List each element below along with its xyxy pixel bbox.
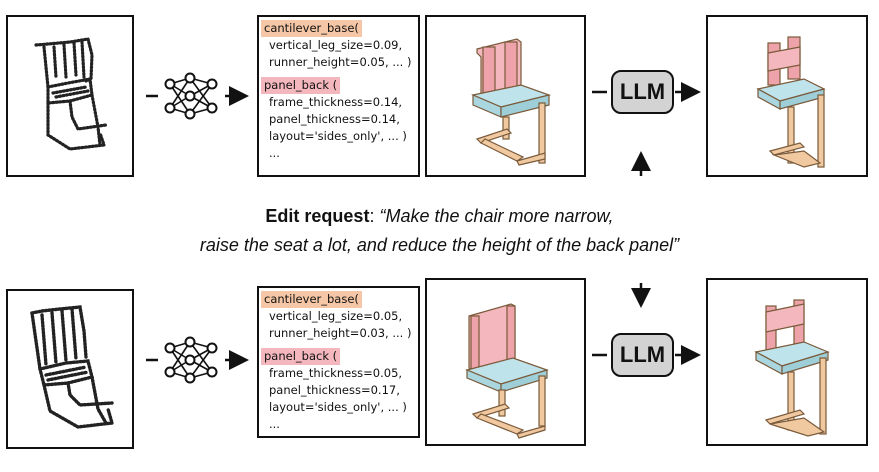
panel-back-fn: panel_back ( xyxy=(261,348,341,365)
code-arg: layout='sides_only', ... ) xyxy=(269,400,407,414)
edit-request-text-1: “Make the chair more narrow, xyxy=(379,206,614,226)
edit-request-colon: : xyxy=(369,206,380,226)
code-arg: vertical_leg_size=0.09, xyxy=(269,38,403,52)
llm-box-top: LLM xyxy=(611,70,674,114)
edit-request-label: Edit request xyxy=(265,206,370,226)
render-panel-top-input xyxy=(425,15,586,177)
code-arg: panel_thickness=0.14, xyxy=(269,112,400,126)
render-panel-top-output xyxy=(706,15,868,177)
cantilever-base-fn: cantilever_base( xyxy=(261,20,362,37)
code-ellipsis: ... xyxy=(269,146,280,160)
code-arg: runner_height=0.03, ... ) xyxy=(269,326,412,340)
code-ellipsis: ... xyxy=(269,417,280,431)
edit-request-text-2: raise the seat a lot, and reduce the hei… xyxy=(199,235,680,255)
program-code-box-bottom: cantilever_base( vertical_leg_size=0.05,… xyxy=(257,286,420,438)
neural-network-icon xyxy=(164,336,218,384)
program-code-box-top: cantilever_base( vertical_leg_size=0.09,… xyxy=(257,15,420,177)
chair-render-narrow-high xyxy=(756,36,826,168)
point-cloud-chair-image xyxy=(34,37,108,151)
code-arg: panel_thickness=0.17, xyxy=(269,383,400,397)
point-cloud-chair-image xyxy=(30,305,115,429)
panel-back-fn: panel_back ( xyxy=(261,77,341,94)
llm-box-bottom: LLM xyxy=(611,333,674,377)
render-panel-bottom-output xyxy=(706,278,868,446)
neural-network-icon xyxy=(164,72,218,120)
code-arg: frame_thickness=0.14, xyxy=(269,95,403,109)
edit-request-line-2: raise the seat a lot, and reduce the hei… xyxy=(0,235,879,256)
point-cloud-panel-bottom xyxy=(6,289,134,449)
cantilever-base-fn: cantilever_base( xyxy=(261,291,362,308)
chair-render-tall-back xyxy=(465,303,549,439)
render-panel-bottom-input xyxy=(425,278,586,446)
code-arg: layout='sides_only', ... ) xyxy=(269,129,407,143)
code-arg: runner_height=0.05, ... ) xyxy=(269,55,412,69)
chair-render-wide-low xyxy=(471,38,552,166)
code-arg: frame_thickness=0.05, xyxy=(269,366,403,380)
llm-label: LLM xyxy=(619,79,666,104)
code-arg: vertical_leg_size=0.05, xyxy=(269,309,403,323)
chair-render-edited xyxy=(754,299,830,437)
point-cloud-panel-top xyxy=(6,15,134,177)
edit-request-line-1: Edit request: “Make the chair more narro… xyxy=(0,206,879,227)
llm-label: LLM xyxy=(619,342,666,367)
